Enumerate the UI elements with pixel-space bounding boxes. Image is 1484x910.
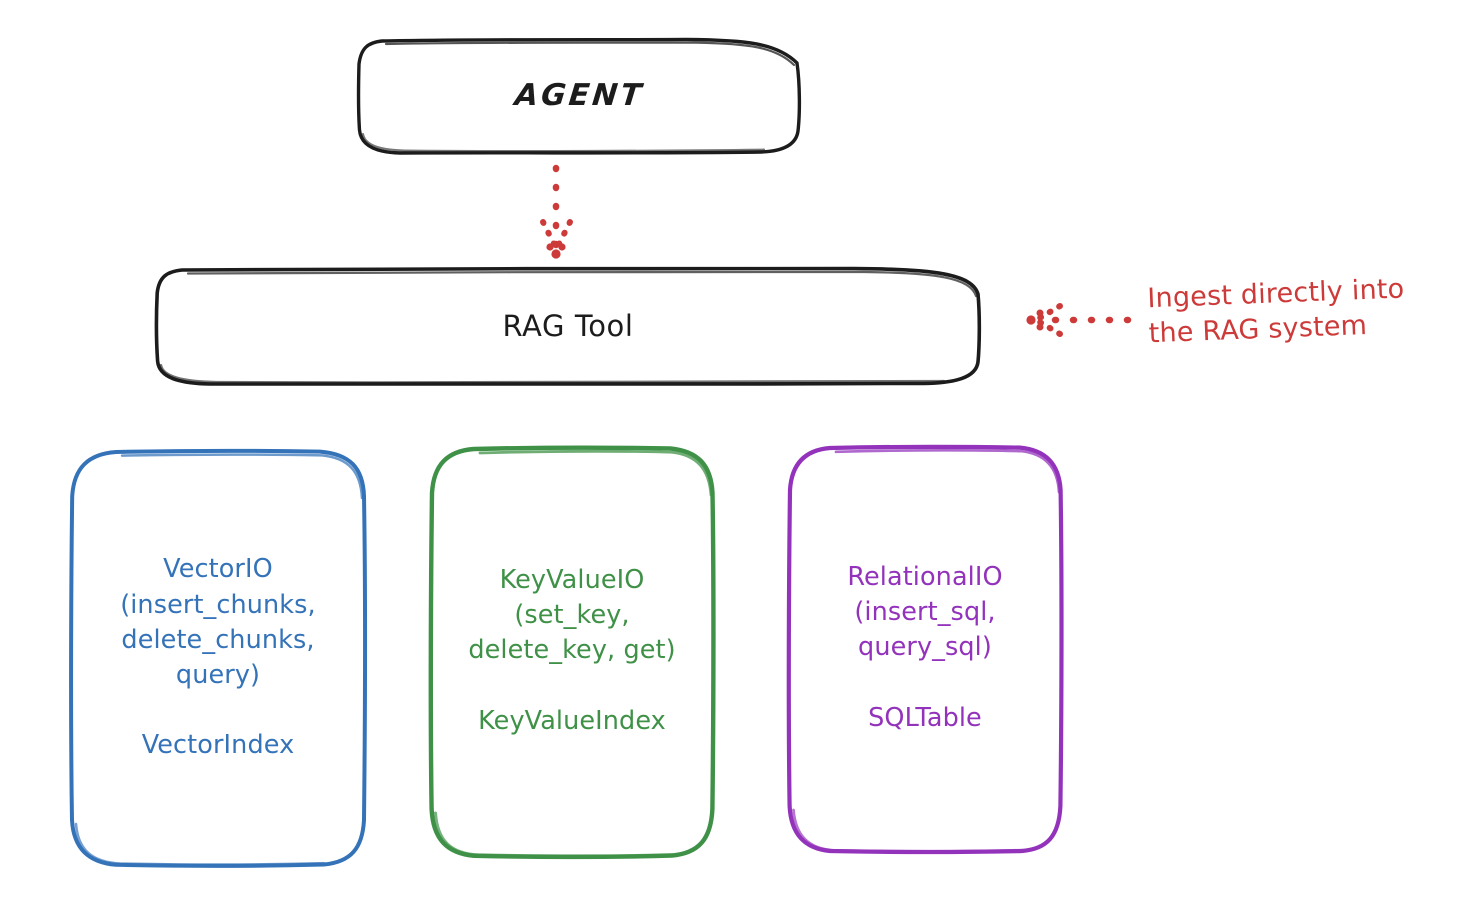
note-to-rag-arrow	[1026, 303, 1132, 337]
agent-node[interactable]: AGENT	[356, 37, 802, 155]
vector-io-label: VectorIO (insert_chunks, delete_chunks, …	[120, 554, 316, 761]
key-value-io-node[interactable]: KeyValueIO (set_key, delete_key, get) Ke…	[428, 445, 716, 860]
key-value-io-label: KeyValueIO (set_key, delete_key, get) Ke…	[468, 565, 676, 736]
relational-io-label: RelationalIO (insert_sql, query_sql) SQL…	[847, 562, 1003, 733]
vector-io-node[interactable]: VectorIO (insert_chunks, delete_chunks, …	[68, 448, 368, 868]
agent-label: AGENT	[512, 78, 646, 114]
rag-tool-label: RAG Tool	[502, 308, 634, 343]
relational-io-node[interactable]: RelationalIO (insert_sql, query_sql) SQL…	[786, 444, 1064, 855]
agent-to-rag-arrow	[540, 164, 573, 259]
ingest-annotation: Ingest directly into the RAG system	[1146, 273, 1405, 349]
rag-tool-node[interactable]: RAG Tool	[154, 266, 982, 386]
